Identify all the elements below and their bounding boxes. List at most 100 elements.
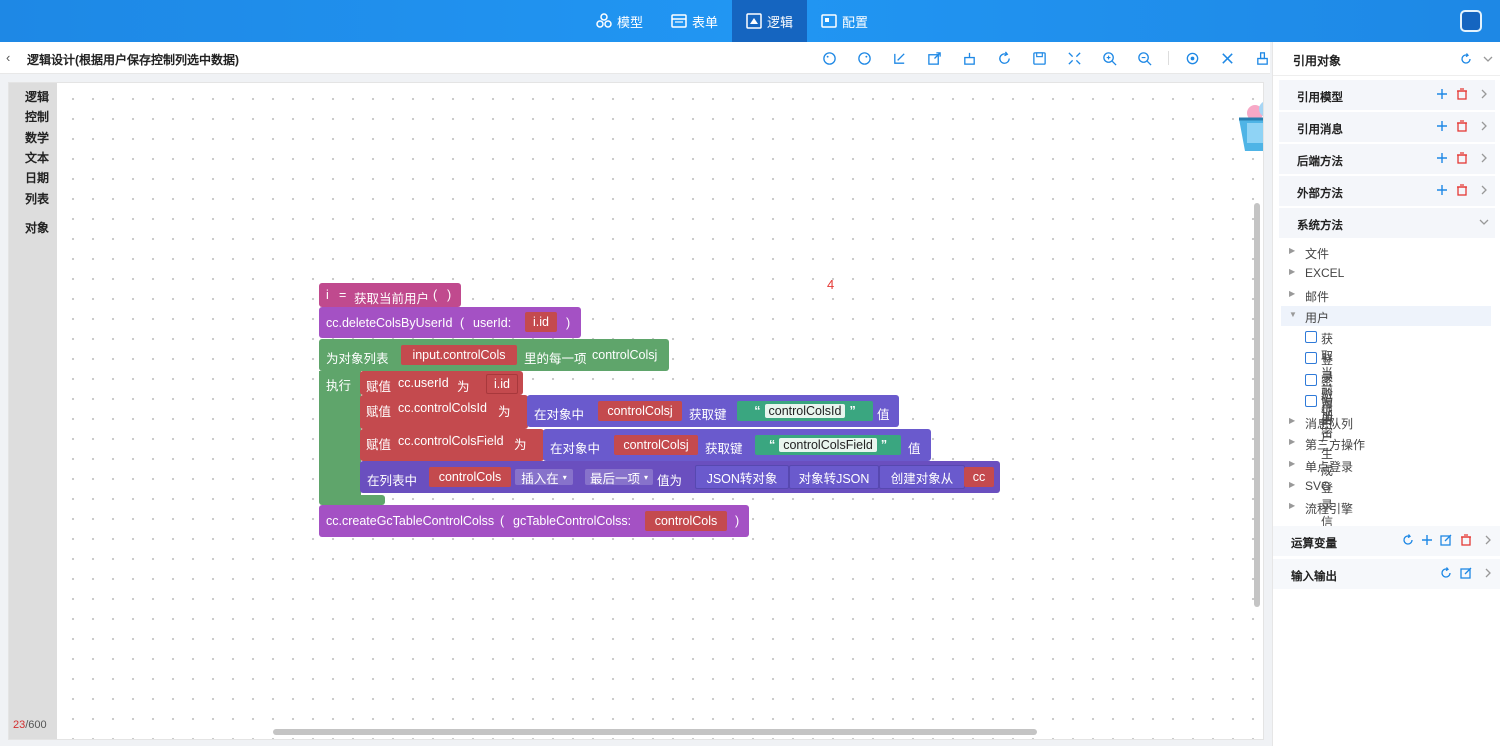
source-slot[interactable]: cc [964,467,994,487]
toolbox-logic[interactable]: 逻辑 [25,90,50,104]
position-dropdown[interactable]: 最后一项 ▾ [585,469,653,486]
plus-icon[interactable] [1435,87,1449,101]
vertical-scrollbar[interactable] [1254,203,1260,607]
nav-tab-model[interactable]: 模型 [582,0,657,42]
close-icon [1222,52,1233,64]
chevron-right-icon[interactable] [1477,119,1491,133]
tree-item-message-queue[interactable]: ▶消息队列 [1281,412,1491,432]
tree-item-excel[interactable]: ▶EXCEL [1281,263,1491,283]
palette-button[interactable] [812,48,847,68]
chevron-down-icon[interactable] [1481,52,1495,66]
delete-icon[interactable] [1459,533,1473,547]
section-io[interactable]: 输入输出 [1273,559,1500,589]
json-stringify-block[interactable]: 对象转JSON [789,465,879,489]
clean-button[interactable] [952,48,987,68]
block-create-cols[interactable]: cc.createGcTableControlColss ( gcTableCo… [319,505,749,537]
toolbox-math[interactable]: 数学 [25,131,50,145]
value-slot[interactable]: controlCols [645,511,727,531]
blockly-workspace: 逻辑 控制 数学 文本 日期 列表 对象 23/600 4 i = 获取当前用户… [8,82,1264,740]
close-button[interactable] [1210,48,1245,68]
section-backend-method[interactable]: 后端方法 [1279,144,1495,174]
chevron-down-icon[interactable] [1477,215,1491,229]
nav-tab-label: 配置 [842,14,869,30]
obj-slot[interactable]: controlColsj [598,401,682,421]
section-ref-model[interactable]: 引用模型 [1279,80,1495,110]
key-slot[interactable]: “ controlColsId ” [737,401,873,421]
import-button[interactable] [882,48,917,68]
nav-tab-config[interactable]: 配置 [807,0,882,42]
nav-tab-logic[interactable]: 逻辑 [732,0,808,42]
edit-icon[interactable] [1459,566,1473,580]
block-list-insert[interactable]: 在列表中 controlCols 插入在 ▾ 最后一项 ▾ 值为 JSON转对象… [360,461,1000,493]
block-assign-colsfield[interactable]: 赋值 cc.controlColsField 为 [360,429,544,461]
list-slot[interactable]: controlCols [429,467,511,487]
create-object-block[interactable]: 创建对象从 [879,465,965,489]
tree-item-third-party[interactable]: ▶第三方操作 [1281,433,1491,453]
refresh-button[interactable] [987,48,1022,68]
block-assign-current-user[interactable]: i = 获取当前用户 ( ) [319,283,461,307]
value-slot[interactable]: i.id [525,312,557,332]
tree-item-user[interactable]: ▼用户 [1281,306,1491,326]
chevron-right-icon[interactable] [1477,151,1491,165]
block-assign-userid[interactable]: 赋值 cc.userId 为 i.id [360,371,523,395]
insert-dropdown[interactable]: 插入在 ▾ [515,469,573,486]
section-label: 系统方法 [1297,220,1343,232]
save-button[interactable] [1022,48,1057,68]
back-icon[interactable]: ‹ [6,50,11,65]
delete-icon[interactable] [1455,183,1469,197]
block-assign-colsid[interactable]: 赋值 cc.controlColsId 为 [360,395,528,429]
key-slot[interactable]: “ controlColsField ” [755,435,901,455]
window-toggle-button[interactable] [1460,10,1482,32]
block-foreach[interactable]: 为对象列表 input.controlCols 里的每一项 controlCol… [319,339,669,371]
tree-item-sso[interactable]: ▶单点登录 [1281,455,1491,475]
theme-button[interactable] [847,48,882,68]
canvas[interactable]: 4 i = 获取当前用户 ( ) cc.deleteColsByUserId (… [57,83,1264,739]
section-ref-message[interactable]: 引用消息 [1279,112,1495,142]
edit-icon[interactable] [1439,533,1453,547]
section-external-method[interactable]: 外部方法 [1279,176,1495,206]
value-slot[interactable]: i.id [486,374,518,394]
refresh-icon[interactable] [1459,52,1473,66]
toolbox-date[interactable]: 日期 [25,171,50,185]
toolbox-object[interactable]: 对象 [25,221,50,235]
delete-icon[interactable] [1455,151,1469,165]
block-target: cc.controlColsId [398,401,487,415]
list-slot[interactable]: input.controlCols [401,345,517,365]
tree-item-file[interactable]: ▶文件 [1281,242,1491,262]
block-delete-cols[interactable]: cc.deleteColsByUserId ( userId: i.id ) [319,307,581,338]
tree-item-svg[interactable]: ▶SVG [1281,476,1491,496]
nav-tab-form[interactable]: 表单 [657,0,732,42]
tree-item-mail[interactable]: ▶邮件 [1281,285,1491,305]
horizontal-scrollbar[interactable] [273,729,1037,735]
tree-item-workflow[interactable]: ▶流程引擎 [1281,497,1491,517]
chevron-right-icon[interactable] [1481,566,1495,580]
block-get-obj-key[interactable]: 在对象中 controlColsj 获取键 “ controlColsId ” … [527,395,899,427]
chevron-right-icon[interactable] [1477,183,1491,197]
block-get-obj-key[interactable]: 在对象中 controlColsj 获取键 “ controlColsField… [543,429,931,461]
delete-icon[interactable] [1455,119,1469,133]
plus-icon[interactable] [1435,151,1449,165]
plus-icon[interactable] [1420,533,1434,547]
toolbox-text[interactable]: 文本 [25,151,50,165]
obj-slot[interactable]: controlColsj [614,435,698,455]
zoom-in-button[interactable] [1092,48,1127,68]
toolbar-divider [1168,51,1169,65]
chevron-right-icon[interactable] [1481,533,1495,547]
section-variables[interactable]: 运算变量 [1273,526,1500,556]
fit-button[interactable] [1057,48,1092,68]
plus-icon[interactable] [1435,183,1449,197]
toolbox-control[interactable]: 控制 [25,110,50,124]
stamp-button[interactable] [1245,48,1280,68]
refresh-icon[interactable] [1439,566,1453,580]
toolbox-list[interactable]: 列表 [25,192,50,206]
preview-button[interactable] [1175,48,1210,68]
section-system-method[interactable]: 系统方法 [1279,208,1495,238]
plus-icon[interactable] [1435,119,1449,133]
json-parse-block[interactable]: JSON转对象 [695,465,789,489]
trash-icon[interactable] [1235,97,1264,153]
chevron-right-icon[interactable] [1477,87,1491,101]
delete-icon[interactable] [1455,87,1469,101]
export-button[interactable] [917,48,952,68]
refresh-icon[interactable] [1401,533,1415,547]
zoom-out-button[interactable] [1127,48,1162,68]
